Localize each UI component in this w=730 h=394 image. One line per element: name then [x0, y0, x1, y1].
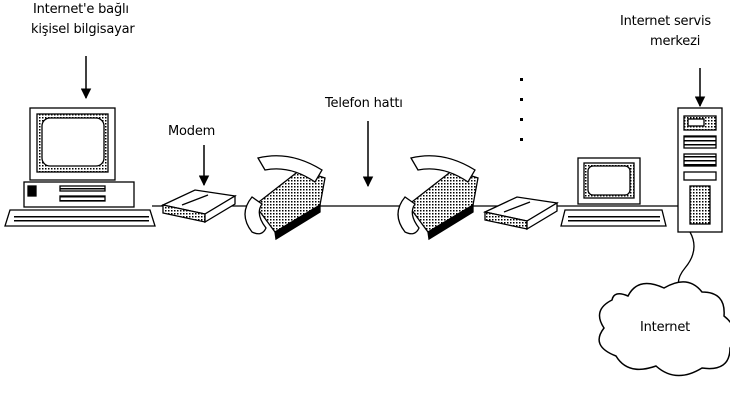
pc-label-line1: Internet'e bağlı: [33, 0, 129, 20]
ellipsis-dots: [520, 78, 523, 141]
server-tower-icon: [678, 108, 722, 232]
isp-label-line2: merkezi: [650, 32, 700, 52]
isp-label-line1: Internet servis: [620, 12, 730, 32]
workstation-icon: [561, 158, 666, 226]
internet-label: Internet: [640, 318, 690, 338]
pc-label-line2: kişisel bilgisayar: [31, 20, 135, 40]
phone-line-label: Telefon hattı: [325, 94, 403, 114]
telephone-icon: [245, 156, 325, 239]
modem-label: Modem: [168, 122, 215, 142]
modem-icon: [163, 190, 235, 222]
modem-icon: [485, 197, 557, 229]
personal-computer-icon: [5, 108, 155, 226]
telephone-icon: [398, 156, 478, 239]
